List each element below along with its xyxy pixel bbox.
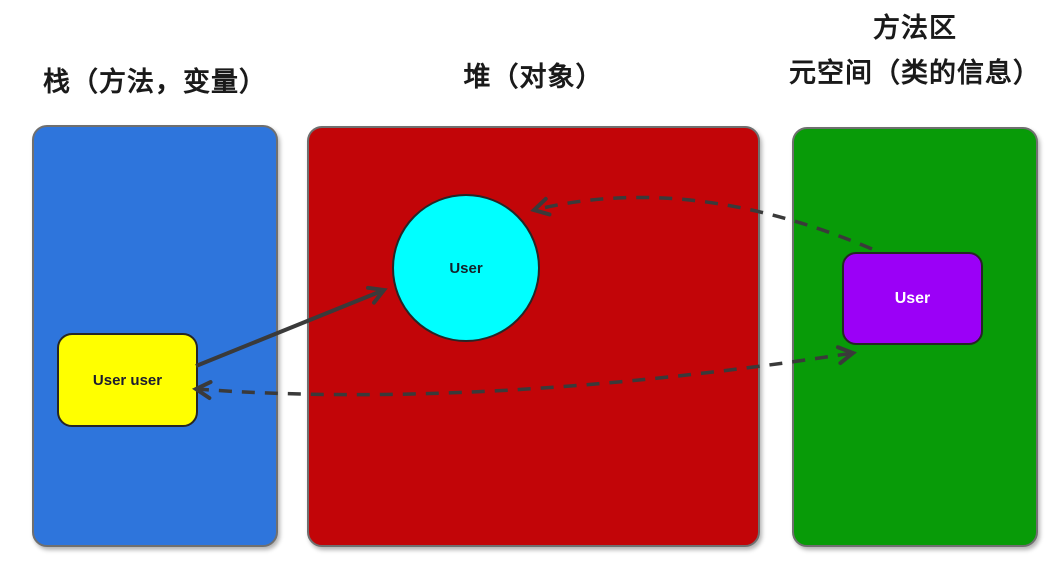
metaspace-class-node: User (842, 252, 983, 345)
metaspace-class-label: User (894, 289, 931, 307)
stack-variable-node: User user (57, 333, 198, 427)
heap-region-title: 堆（对象） (463, 62, 604, 92)
metaspace-title-line1: 方法区 (873, 13, 957, 43)
stack-region-title: 栈（方法，变量） (43, 67, 267, 97)
stack-variable-label: User user (92, 371, 163, 389)
heap-object-label: User (449, 259, 483, 277)
metaspace-region-title: 方法区 元空间（类的信息） (780, 6, 1050, 96)
heap-object-node: User (392, 194, 540, 342)
metaspace-title-line2: 元空间（类的信息） (789, 58, 1041, 88)
heap-region-box (307, 126, 760, 547)
